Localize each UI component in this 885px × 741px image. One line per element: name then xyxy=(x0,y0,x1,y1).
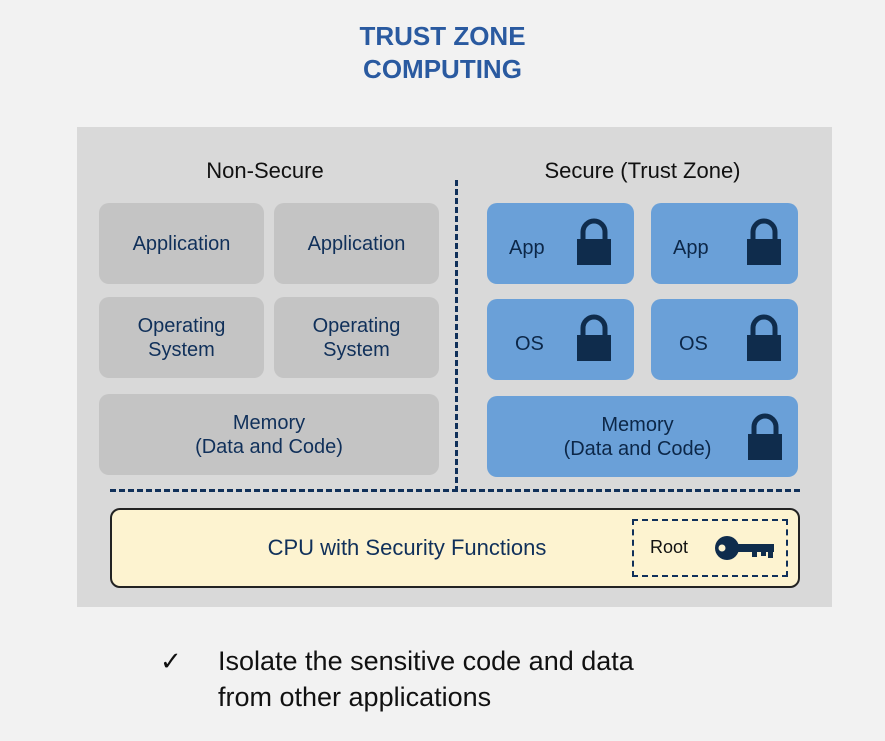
padlock-icon xyxy=(577,218,611,265)
cpu-label: CPU with Security Functions xyxy=(267,535,547,560)
padlock-icon xyxy=(747,314,781,361)
hardware-boundary-divider xyxy=(110,489,800,492)
non-secure-app-label-1: Application xyxy=(132,232,231,255)
cpu-box: CPU with Security Functions Root xyxy=(110,508,800,588)
title-line-1: TRUST ZONE xyxy=(359,21,526,51)
root-label: Root xyxy=(650,537,689,557)
non-secure-memory-label-1: Memory xyxy=(232,411,306,434)
key-icon xyxy=(715,536,774,560)
non-secure-heading: Non-Secure xyxy=(206,158,324,183)
padlock-icon xyxy=(748,413,782,460)
secure-boundary-divider xyxy=(455,180,458,492)
diagram-title: TRUST ZONE COMPUTING xyxy=(0,20,885,86)
non-secure-app-label-2: Application xyxy=(307,232,406,255)
non-secure-os-box-2: Operating System xyxy=(274,297,439,378)
padlock-icon xyxy=(747,218,781,265)
secure-os-box-2: OS xyxy=(651,299,798,380)
non-secure-os-box-1: Operating System xyxy=(99,297,264,378)
secure-app-label-1: App xyxy=(509,237,545,259)
secure-memory-label-1: Memory xyxy=(601,413,674,436)
bullet-line-1: Isolate the sensitive code and data xyxy=(218,646,634,676)
secure-os-box-1: OS xyxy=(487,299,634,380)
secure-heading: Secure (Trust Zone) xyxy=(544,158,741,183)
non-secure-memory-box: Memory (Data and Code) xyxy=(99,394,439,475)
non-secure-os-label-2a: Operating xyxy=(312,314,401,337)
secure-app-label-2: App xyxy=(673,237,709,259)
check-icon: ✓ xyxy=(160,646,182,676)
non-secure-os-label-2b: System xyxy=(323,338,390,361)
secure-memory-label-2: (Data and Code) xyxy=(563,437,712,460)
secure-memory-box: Memory (Data and Code) xyxy=(487,396,798,477)
bullet-text: Isolate the sensitive code and data from… xyxy=(218,643,778,715)
non-secure-os-label-1a: Operating xyxy=(137,314,226,337)
non-secure-os-label-1b: System xyxy=(148,338,215,361)
non-secure-memory-label-2: (Data and Code) xyxy=(195,435,343,458)
root-key-box: Root xyxy=(632,519,788,577)
title-line-2: COMPUTING xyxy=(363,54,522,84)
non-secure-app-box-1: Application xyxy=(99,203,264,284)
non-secure-app-box-2: Application xyxy=(274,203,439,284)
secure-app-box-1: App xyxy=(487,203,634,284)
secure-app-box-2: App xyxy=(651,203,798,284)
padlock-icon xyxy=(577,314,611,361)
secure-os-label-2: OS xyxy=(679,333,708,355)
bullet-line-2: from other applications xyxy=(218,682,492,712)
secure-os-label-1: OS xyxy=(515,333,544,355)
